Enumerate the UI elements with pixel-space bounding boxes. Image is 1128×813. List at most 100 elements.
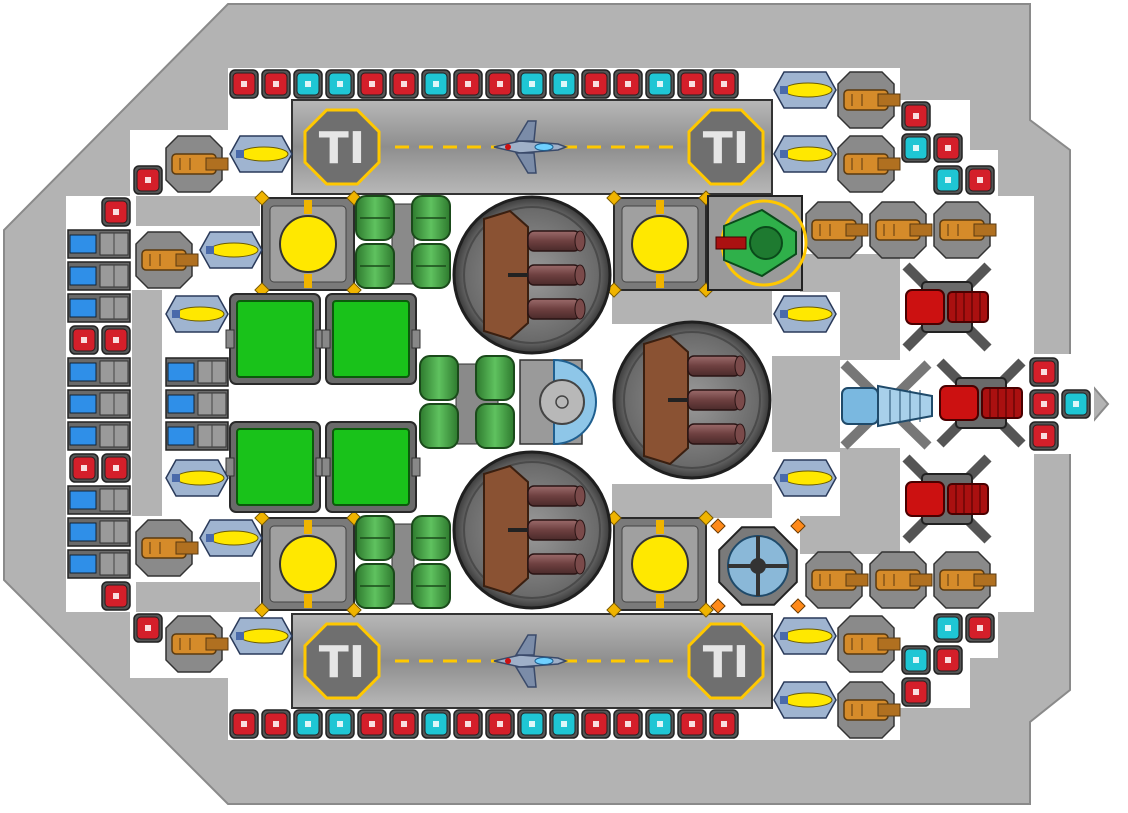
- reactor-core-icon: [606, 190, 714, 298]
- engine-thruster-icon: [67, 293, 131, 323]
- armor-block: [933, 165, 963, 195]
- armor-block: [69, 453, 99, 483]
- hull-islands: [132, 196, 900, 612]
- missile-pod-icon: [229, 135, 293, 173]
- armor-block: [389, 709, 419, 739]
- gatling-turret-icon: [165, 135, 229, 193]
- gatling-turret-icon: [837, 71, 901, 129]
- armor-block: [1029, 389, 1059, 419]
- gatling-turrets: [135, 71, 997, 739]
- armor-block: [357, 69, 387, 99]
- missile-pod-icon: [773, 681, 837, 719]
- fuel-tank-icon: [355, 515, 451, 609]
- shield-generator-icon: [225, 421, 325, 513]
- armor-block: [965, 165, 995, 195]
- laser-turret-icon: [936, 358, 1026, 448]
- engine-thruster-icon: [165, 389, 229, 419]
- armor-block: [933, 133, 963, 163]
- armor-block: [229, 69, 259, 99]
- armor-block: [261, 69, 291, 99]
- missile-pod-icon: [773, 295, 837, 333]
- armor-block: [357, 709, 387, 739]
- armor-block: [645, 709, 675, 739]
- heavy-cannons: [452, 195, 772, 610]
- gatling-turret-icon: [933, 201, 997, 259]
- armor-block: [325, 709, 355, 739]
- armor-block: [485, 709, 515, 739]
- armor-block: [613, 69, 643, 99]
- armor-block: [901, 645, 931, 675]
- armor-block: [1061, 389, 1091, 419]
- reactors: [254, 190, 714, 618]
- shield-generator-icon: [225, 293, 325, 385]
- landing-pad-icon: TI: [303, 622, 381, 700]
- armor-block: [101, 453, 131, 483]
- reactor-core-icon: [606, 510, 714, 618]
- gatling-turret-icon: [869, 201, 933, 259]
- armor-block: [421, 709, 451, 739]
- heavy-cannon-icon: [452, 450, 612, 610]
- reactor-core-icon: [254, 510, 362, 618]
- armor-block: [101, 581, 131, 611]
- special-modules: [519, 195, 933, 614]
- heavy-cannon-icon: [612, 320, 772, 480]
- engine-thruster-icon: [165, 357, 229, 387]
- engine-thruster-icon: [67, 229, 131, 259]
- missile-pod-icon: [165, 459, 229, 497]
- armor-block: [613, 709, 643, 739]
- teleporter-icon: [710, 518, 806, 614]
- landing-pad-icon: TI: [687, 108, 765, 186]
- missile-pod-icon: [165, 295, 229, 333]
- laser-turrets: [902, 262, 1026, 544]
- armor-block: [677, 709, 707, 739]
- gatling-turret-icon: [165, 615, 229, 673]
- armor-block: [1029, 421, 1059, 451]
- gatling-turret-icon: [805, 201, 869, 259]
- armor-block: [581, 709, 611, 739]
- gatling-turret-icon: [837, 135, 901, 193]
- landing-pad-icon: TI: [303, 108, 381, 186]
- fighter-icon: [493, 634, 569, 688]
- gatling-turret-icon: [837, 681, 901, 739]
- engine-thruster-icon: [67, 517, 131, 547]
- gatling-turret-icon: [805, 551, 869, 609]
- pad-glyph: TI: [319, 637, 365, 688]
- shield-generator-icon: [321, 293, 421, 385]
- laser-turret-icon: [902, 454, 992, 544]
- missile-pod-icon: [773, 135, 837, 173]
- gatling-turret-icon: [135, 231, 199, 289]
- engine-thruster-icon: [67, 261, 131, 291]
- armor-row-top: [229, 69, 739, 99]
- missile-pod-icon: [229, 617, 293, 655]
- armor-block: [677, 69, 707, 99]
- armor-block: [709, 709, 739, 739]
- armor-block: [901, 133, 931, 163]
- armor-block: [517, 69, 547, 99]
- gatling-turret-icon: [869, 551, 933, 609]
- armor-block: [901, 101, 931, 131]
- armor-block: [389, 69, 419, 99]
- armor-block: [485, 69, 515, 99]
- armor-block: [261, 709, 291, 739]
- gatling-turret-icon: [933, 551, 997, 609]
- reactor-core-icon: [254, 190, 362, 298]
- drone-bay-icon: [707, 195, 808, 291]
- armor-block: [229, 709, 259, 739]
- missile-pod-icon: [773, 617, 837, 655]
- armor-block: [709, 69, 739, 99]
- radar-dome-icon: [519, 358, 597, 446]
- ion-cannon-icon: [840, 360, 933, 450]
- armor-block: [133, 613, 163, 643]
- shield-generators: [225, 293, 421, 513]
- fuel-tank-icon: [419, 355, 515, 449]
- pad-glyph: TI: [703, 123, 749, 174]
- engine-thruster-icon: [67, 485, 131, 515]
- missile-pod-icon: [199, 519, 263, 557]
- laser-turret-icon: [902, 262, 992, 352]
- missile-pod-icon: [199, 231, 263, 269]
- armor-block: [965, 613, 995, 643]
